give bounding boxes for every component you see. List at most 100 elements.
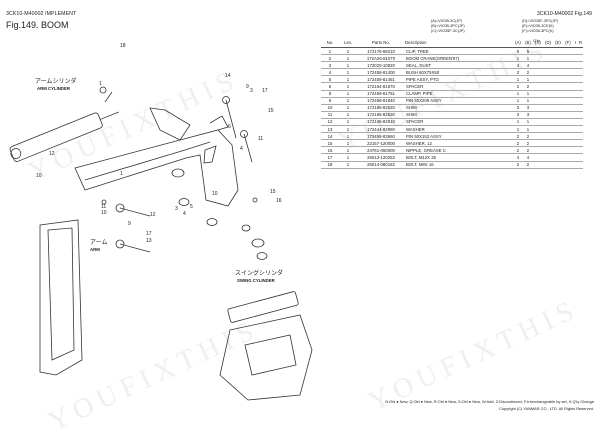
- clamp-8: [203, 145, 217, 164]
- cell-lev: 1: [339, 90, 357, 98]
- cell-lev: 1: [339, 161, 357, 169]
- cell-b: 1: [523, 75, 533, 84]
- cell-empty: [563, 153, 573, 162]
- cell-empty: [563, 104, 573, 112]
- serial-set-right: (D)=VIO35F-3PC(JP) (E)=VIO35-3CE(K) (F)=…: [522, 19, 559, 33]
- cell-empty: [578, 161, 583, 169]
- cell-empty: [578, 118, 583, 127]
- cell-empty: [543, 161, 553, 169]
- cell-b: 1: [523, 118, 533, 127]
- cell-empty: [563, 125, 573, 134]
- cell-empty: [563, 75, 573, 84]
- cell-b: 2: [523, 68, 533, 77]
- cell-b: 1: [523, 54, 533, 63]
- callout-12: 12: [49, 151, 55, 157]
- parts-list-table: No. Lev. Parts No. Description (A) (B) (…: [321, 38, 583, 169]
- cell-empty: [573, 146, 578, 155]
- cell-pn: 172164-81670: [357, 82, 405, 91]
- col-no: No.: [321, 38, 339, 48]
- cell-empty: [543, 90, 553, 98]
- seal-3: [178, 198, 190, 206]
- cell-empty: [573, 54, 578, 63]
- cell-empty: [578, 97, 583, 105]
- cell-no: 13: [321, 125, 339, 134]
- cell-empty: [563, 47, 573, 56]
- cell-lev: 1: [339, 146, 357, 155]
- callout-1: 1: [99, 81, 102, 87]
- cell-no: 18: [321, 161, 339, 169]
- cell-a: 2: [513, 146, 523, 155]
- callout-3: 3: [250, 88, 253, 94]
- cell-a: 5: [513, 47, 523, 56]
- bush-4: [171, 168, 185, 178]
- swing-cylinder-label-jp: スイングシリンダ: [235, 269, 283, 277]
- cell-pn: 172146-82910: [357, 118, 405, 127]
- cell-desc: BUSH 60X75X50: [405, 68, 513, 77]
- cell-a: 4: [513, 61, 523, 70]
- cell-empty: [543, 47, 553, 56]
- col-description: Description: [405, 38, 513, 48]
- callout-18: 18: [120, 43, 126, 49]
- cell-empty: [553, 82, 563, 91]
- col-qty-d: (D): [543, 38, 553, 48]
- cell-pn: 22157-120000: [357, 139, 405, 148]
- cell-no: 11: [321, 111, 339, 119]
- cell-empty: [578, 153, 583, 162]
- cell-empty: [578, 90, 583, 98]
- cell-pn: 24761-050000: [357, 146, 405, 155]
- callout-3b: 3: [175, 206, 178, 212]
- cell-desc: SHIM: [405, 104, 513, 112]
- cell-no: 4: [321, 68, 339, 77]
- callout-10: 10: [36, 173, 42, 179]
- boom-exploded-diagram: 18 1 12 10 14 9 3 17 15 6 11 4 10 15 1 1…: [9, 43, 313, 401]
- cell-b: 2: [523, 132, 533, 141]
- cell-empty: [543, 146, 553, 155]
- cell-empty: [578, 61, 583, 70]
- col-lev: Lev.: [339, 38, 357, 48]
- callout-15b: 15: [270, 189, 276, 195]
- cell-a: 1: [513, 118, 523, 127]
- callout-4b: 4: [183, 211, 186, 217]
- cell-empty: [563, 54, 573, 63]
- cell-lev: 1: [339, 68, 357, 77]
- cell-pn: 172A26-81070: [357, 54, 405, 63]
- cell-empty: [543, 153, 553, 162]
- callout-1b: 1: [120, 171, 123, 177]
- cell-empty: [578, 47, 583, 56]
- col-parts-no: Parts No.: [357, 38, 405, 48]
- cell-pn: 172458-81400: [357, 68, 405, 77]
- cell-empty: [553, 75, 563, 84]
- cell-empty: [573, 47, 578, 56]
- cell-pn: 172185-82520: [357, 104, 405, 112]
- callout-11b: 11: [101, 204, 106, 210]
- cell-desc: BOLT, M12X 25: [405, 153, 513, 162]
- pin-9: [115, 203, 151, 217]
- cell-lev: 1: [339, 54, 357, 63]
- cell-a: 2: [513, 82, 523, 91]
- callout-15: 15: [268, 108, 274, 114]
- col-qty-b: (B): [523, 38, 533, 48]
- cell-empty: [533, 61, 543, 70]
- cell-desc: PIN 50X153 ASSY: [405, 132, 513, 141]
- callout-12b: 12: [150, 212, 156, 218]
- callout-13: 13: [146, 238, 152, 244]
- cell-b: 3: [523, 104, 533, 112]
- col-qty-a: (A): [513, 38, 523, 48]
- cell-no: 5: [321, 75, 339, 84]
- callout-10b: 10: [212, 191, 218, 197]
- swing-cylinder-label-en: SWING CYLINDER: [237, 278, 276, 283]
- cell-lev: 1: [339, 75, 357, 84]
- cell-b: 3: [523, 111, 533, 119]
- cell-b: 1: [523, 125, 533, 134]
- cell-no: 16: [321, 146, 339, 155]
- cell-empty: [543, 111, 553, 119]
- cell-empty: [563, 82, 573, 91]
- cell-desc: PIPE ASSY, PTO: [405, 75, 513, 84]
- cell-empty: [573, 161, 578, 169]
- cell-empty: [573, 132, 578, 141]
- cell-desc: NIPPLE, GREASE C: [405, 146, 513, 155]
